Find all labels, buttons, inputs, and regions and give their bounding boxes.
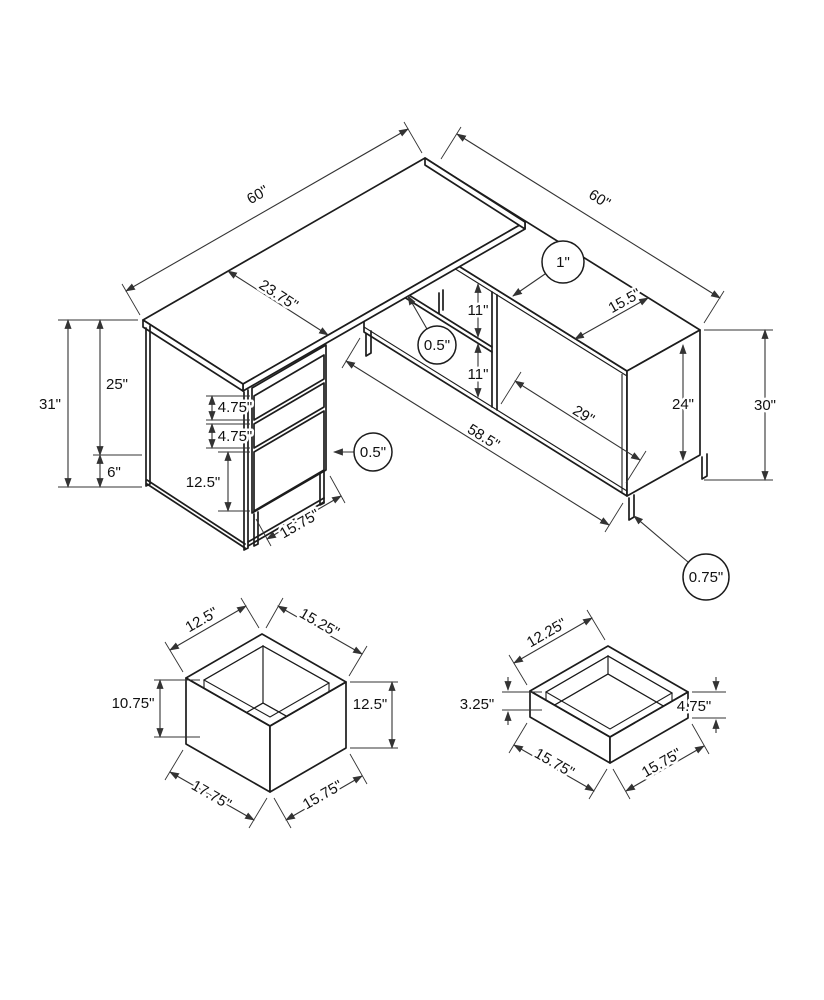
dim-box-depth: 17.75" bbox=[188, 777, 234, 813]
callout-shelf-thickness-circle bbox=[417, 325, 457, 365]
dim-shelf-gap-upper: 11" bbox=[468, 302, 489, 319]
left-bottom-stretcher bbox=[146, 479, 246, 549]
dim-drawer-height-1: 4.75" bbox=[218, 399, 253, 416]
callouts: 1" 0.5" 0.5" 0.75" bbox=[333, 240, 730, 601]
drawer-front-1 bbox=[253, 354, 325, 421]
dim-drawer-height-2: 4.75" bbox=[218, 428, 253, 445]
dim-sd-width: 15.75" bbox=[639, 745, 685, 781]
callout-leg-diameter: 0.75" bbox=[689, 569, 724, 586]
dim-box-top-depth: 15.25" bbox=[296, 605, 342, 641]
drawer-front-2 bbox=[253, 382, 325, 449]
dim-shelf-gap-lower: 11" bbox=[468, 366, 489, 383]
sd-inner-rim bbox=[544, 655, 674, 730]
credenza-legs bbox=[365, 289, 708, 521]
callout-drawer-reveal: 0.5" bbox=[360, 444, 386, 461]
dim-right-length: 60" bbox=[586, 186, 614, 212]
dim-box-inner-height: 10.75" bbox=[112, 695, 155, 712]
box-inner-rim bbox=[202, 645, 331, 718]
dim-file-drawer-height: 12.5" bbox=[186, 474, 221, 491]
dim-credenza-length: 58.5" bbox=[464, 421, 502, 454]
callout-top-thickness: 1" bbox=[556, 254, 570, 271]
desktop-left-end-edge bbox=[142, 319, 244, 392]
dim-sd-top-width: 12.25" bbox=[524, 615, 570, 651]
box-outer-rim bbox=[185, 633, 347, 727]
dim-overall-height: 31" bbox=[39, 396, 61, 413]
box-front-left-face bbox=[185, 677, 271, 793]
file-drawer-front bbox=[253, 410, 325, 512]
dim-sd-outer-height: 4.75" bbox=[677, 698, 712, 715]
box-front-right-face bbox=[269, 681, 347, 793]
dim-box-outer-height: 12.5" bbox=[353, 696, 388, 713]
pedestal-drawing bbox=[251, 344, 327, 547]
dim-credenza-inner-height: 24" bbox=[672, 396, 694, 413]
callout-leg-diameter-circle bbox=[682, 553, 730, 601]
front-left-leg bbox=[243, 389, 249, 551]
dim-base-height: 6" bbox=[107, 464, 121, 481]
dim-sd-depth: 15.75" bbox=[531, 745, 577, 781]
small-drawer-drawing: 12.25" 3.25" 4.75" 15.75" 15.75" bbox=[457, 609, 726, 800]
back-left-leg bbox=[145, 325, 151, 487]
callout-shelf-thickness: 0.5" bbox=[424, 337, 450, 354]
file-drawer-box-drawing: 12.5" 15.25" 10.75" 12.5" 17.75" 15.75" bbox=[109, 597, 398, 829]
dim-left-length: 60" bbox=[244, 182, 272, 208]
callout-top-thickness-circle bbox=[541, 240, 585, 284]
dim-credenza-height: 30" bbox=[754, 397, 776, 414]
callout-drawer-reveal-circle bbox=[353, 432, 393, 472]
dim-clearance-height: 25" bbox=[106, 376, 128, 393]
dim-box-width: 15.75" bbox=[300, 777, 346, 813]
dim-sd-inner-height: 3.25" bbox=[460, 696, 495, 713]
sd-outer-rim bbox=[529, 645, 689, 738]
